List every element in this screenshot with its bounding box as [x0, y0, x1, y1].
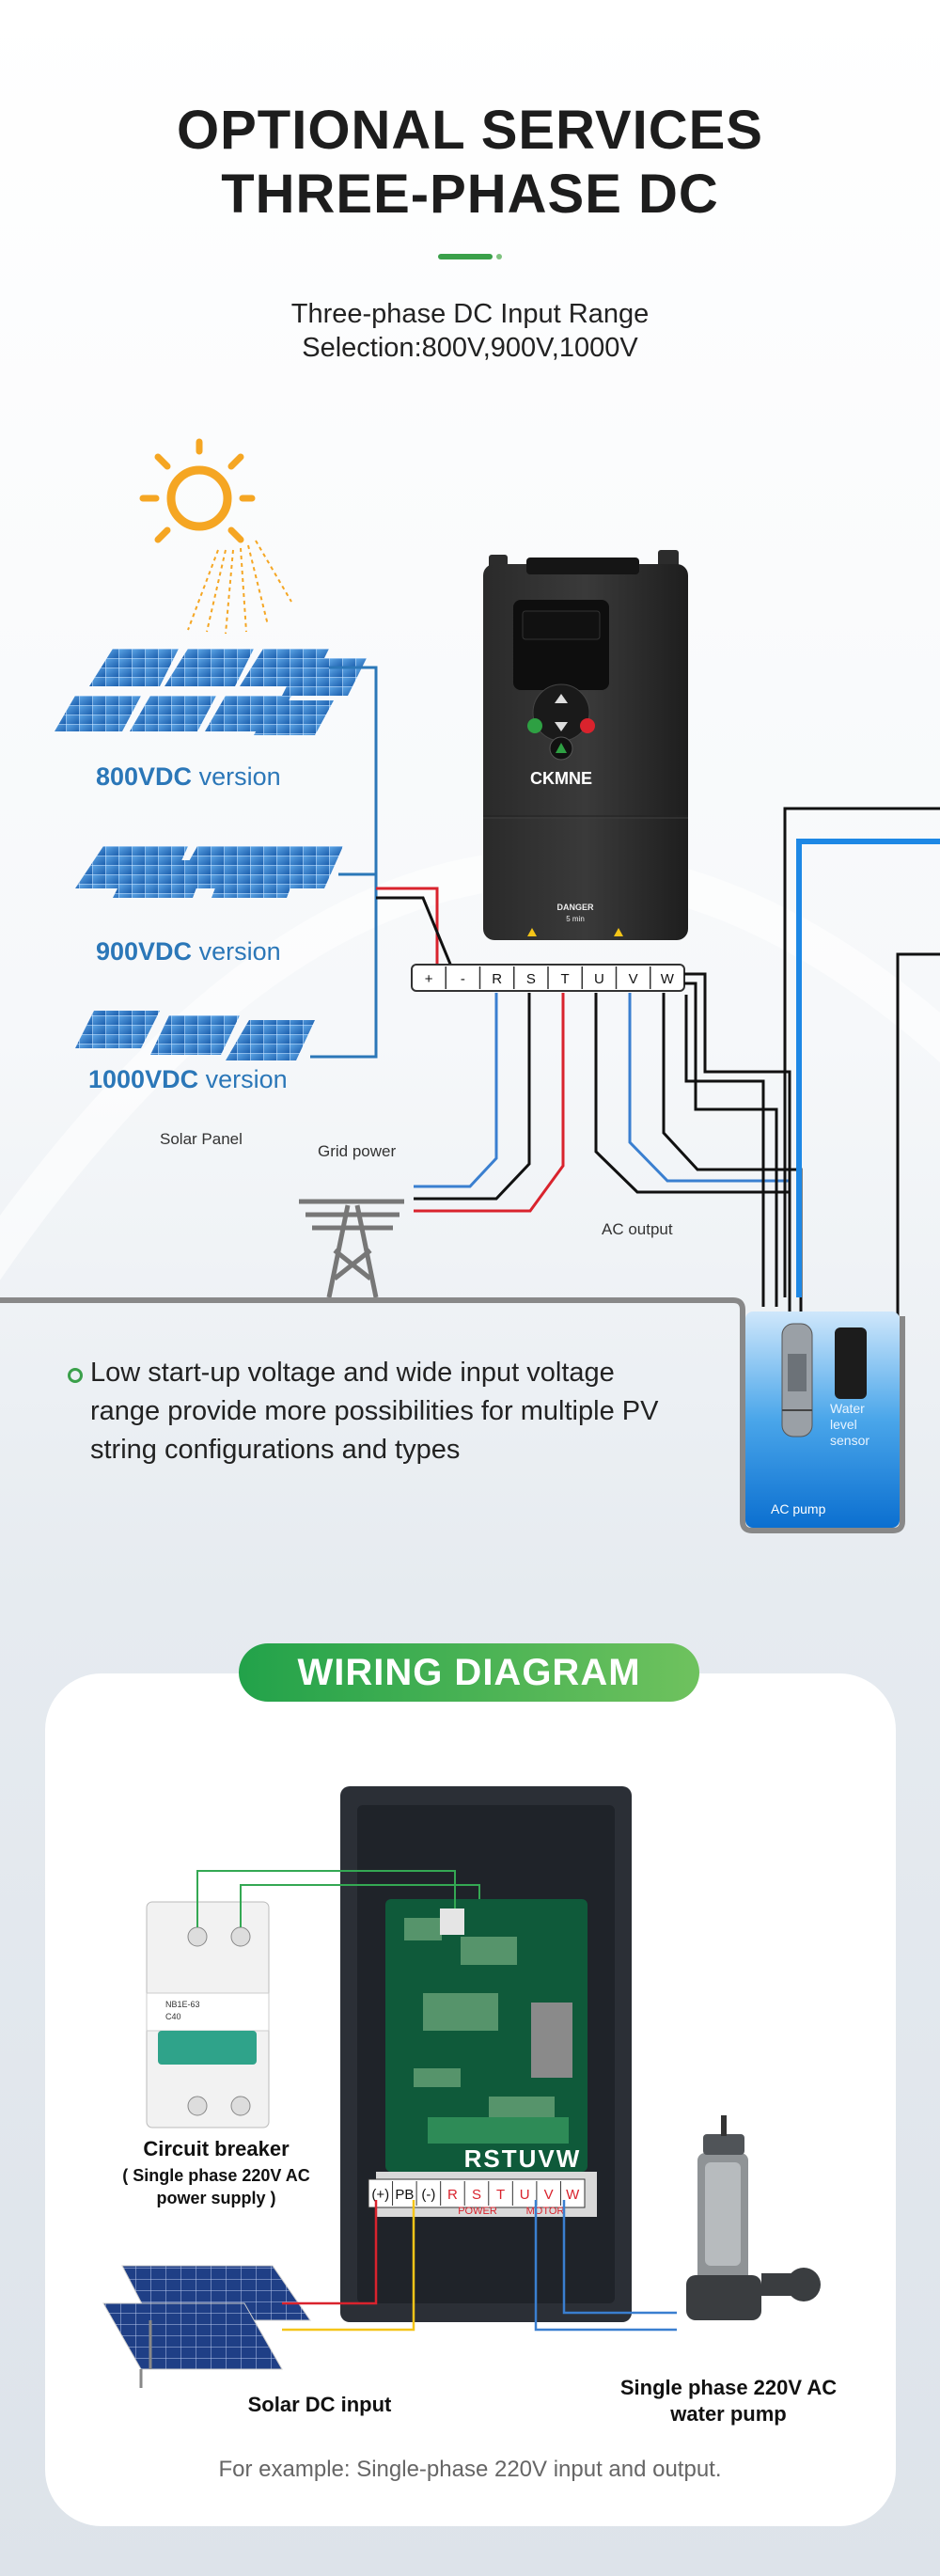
version-900-word: version: [192, 937, 281, 966]
terminal-6: V: [629, 971, 638, 987]
subtitle: Three-phase DC Input Range Selection:800…: [0, 297, 940, 365]
wiring-terminal-2: (-): [421, 2187, 435, 2203]
version-1000-value: 1000VDC: [88, 1065, 199, 1093]
solar-array-800: [55, 649, 367, 735]
bullet-circle-icon: [68, 1368, 83, 1383]
feature-text: Low start-up voltage and wide input volt…: [90, 1358, 659, 1465]
inverter-open-case: [340, 1786, 632, 2322]
terminal-3: S: [526, 971, 536, 987]
breaker-rating: C40: [165, 2012, 181, 2021]
title-line-2: THREE-PHASE DC: [221, 164, 719, 225]
version-800-label: 800VDC version: [96, 762, 281, 792]
wiring-terminal-0: (+): [371, 2187, 389, 2203]
circuit-breaker-title: Circuit breaker: [143, 2137, 290, 2160]
inverter-device: DANGER 5 min CKMNE: [483, 550, 688, 940]
version-900-value: 900VDC: [96, 937, 193, 966]
wiring-terminal-8: W: [566, 2187, 580, 2203]
water-level-sensor-icon: [835, 1327, 867, 1399]
version-800-word: version: [192, 762, 281, 791]
terminal-7: W: [661, 971, 675, 987]
wiring-diagram-badge: WIRING DIAGRAM: [239, 1643, 699, 1702]
terminal-2: R: [492, 971, 502, 987]
terminal-0: +: [425, 971, 433, 987]
inverter-brand: CKMNE: [530, 769, 592, 788]
circuit-breaker-icon: NB1E-63 C40: [146, 1901, 270, 2128]
wiring-terminal-1: PB: [395, 2187, 414, 2203]
motor-label: MOTOR: [526, 2206, 565, 2217]
terminal-5: U: [594, 971, 604, 987]
danger-text: DANGER: [556, 903, 594, 912]
solar-dc-input-label: Solar DC input: [247, 2393, 392, 2416]
ac-output-label: AC output: [602, 1220, 673, 1238]
example-note: For example: Single-phase 220V input and…: [218, 2457, 722, 2482]
wiring-terminal-4: S: [472, 2187, 481, 2203]
solar-panel-icon: [102, 2265, 311, 2388]
title-divider-dot: [496, 254, 502, 259]
terminal-block: + - R S T U V W: [411, 964, 685, 992]
danger-subtext: 5 min: [566, 915, 585, 923]
wiring-terminal-7: V: [544, 2187, 554, 2203]
power-label: POWER: [458, 2206, 497, 2217]
subtitle-line-1: Three-phase DC Input Range: [290, 299, 650, 329]
water-sensor-label: Water level sensor: [830, 1401, 870, 1448]
version-1000-word: version: [198, 1065, 288, 1093]
version-800-value: 800VDC: [96, 762, 193, 791]
terminal-4: T: [561, 971, 570, 987]
solar-array-900: [75, 846, 343, 898]
title-divider: [438, 254, 493, 259]
grid-power-label: Grid power: [318, 1142, 397, 1160]
page-title: OPTIONAL SERVICES THREE-PHASE DC: [0, 99, 940, 227]
title-line-1: OPTIONAL SERVICES: [177, 100, 763, 161]
subtitle-line-2: Selection:800V,900V,1000V: [302, 333, 638, 363]
solar-panel-label: Solar Panel: [160, 1130, 243, 1148]
terminal-1: -: [461, 971, 465, 987]
circuit-breaker-subtitle: ( Single phase 220V AC power supply ): [122, 2166, 310, 2207]
water-pump-label: Single phase 220V AC water pump: [619, 2376, 838, 2426]
system-diagram: DANGER 5 min CKMNE + - R S T U V W: [0, 438, 940, 1533]
wiring-terminal-3: R: [447, 2187, 458, 2203]
grid-tower-icon: [299, 1199, 404, 1298]
version-1000-label: 1000VDC version: [88, 1065, 288, 1094]
wiring-terminal-5: T: [496, 2187, 505, 2203]
breaker-model: NB1E-63: [165, 2000, 200, 2009]
water-pump-icon: [686, 2115, 821, 2320]
terminal-top-label: RSTUVW: [464, 2144, 582, 2173]
version-900-label: 900VDC version: [96, 937, 281, 966]
ac-pump-icon: [781, 1323, 813, 1437]
ac-pump-label: AC pump: [771, 1501, 826, 1516]
wiring-terminal-6: U: [520, 2187, 530, 2203]
sun-icon: [139, 438, 292, 635]
solar-array-1000: [75, 1011, 315, 1060]
